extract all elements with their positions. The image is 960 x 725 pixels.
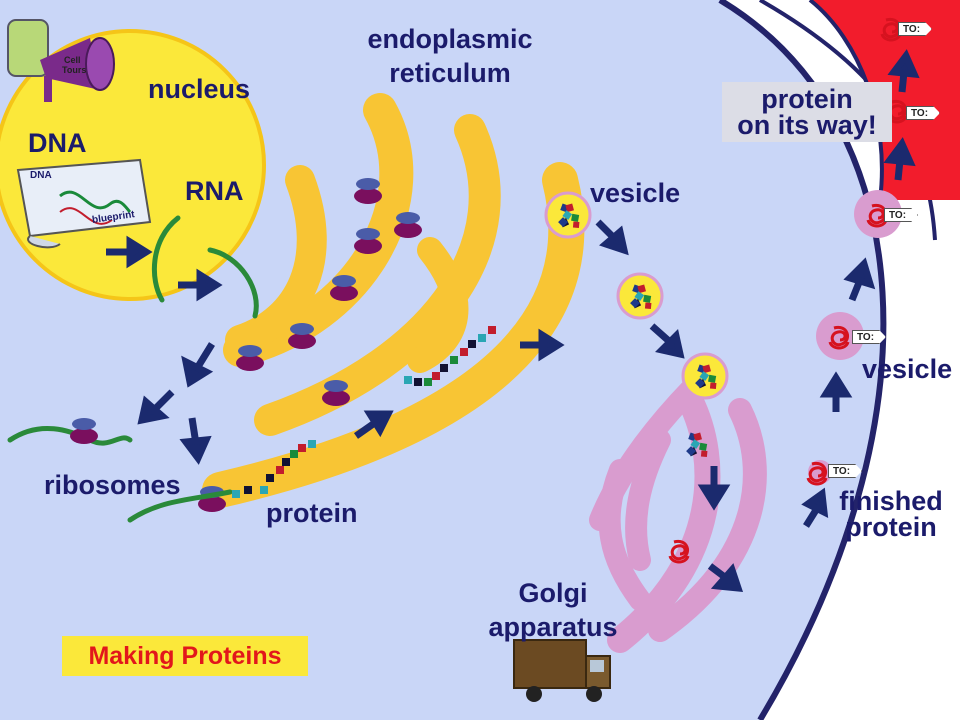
label-on-way-line2: on its way! [737, 110, 877, 140]
label-finished-line1: finished [839, 486, 943, 516]
blueprint-scroll [16, 158, 152, 249]
transport-vesicle-1 [816, 312, 864, 360]
cell-tours-line1: Cell [64, 55, 81, 65]
free-ribosomes [70, 418, 98, 444]
label-nucleus: nucleus [148, 74, 251, 104]
label-golgi-line1: Golgi [518, 578, 588, 608]
pathway-arrows [106, 49, 920, 593]
label-rna: RNA [185, 176, 244, 206]
vesicle-2 [616, 272, 664, 320]
cell-tours-megaphone [7, 19, 115, 102]
blueprint-dna-text: DNA [30, 170, 52, 181]
vesicle-3 [681, 352, 729, 400]
label-er-line2: reticulum [389, 58, 511, 88]
label-protein: protein [266, 498, 358, 528]
golgi-apparatus [589, 369, 767, 653]
label-er-line1: endoplasmic [367, 24, 533, 54]
protein-on-its-way-box: protein on its way! [722, 82, 892, 142]
label-ribosomes: ribosomes [44, 470, 181, 500]
address-tag: TO: [884, 208, 918, 222]
delivery-truck [513, 639, 611, 702]
protein-chain-1 [232, 440, 316, 498]
label-vesicle-right: vesicle [862, 354, 953, 384]
address-tag: TO: [898, 22, 932, 36]
protein-chain-2 [404, 326, 496, 386]
vesicle-1 [544, 191, 592, 239]
label-on-way-line1: protein [761, 84, 853, 114]
page-title: Making Proteins [88, 642, 282, 670]
finished-protein-coil [806, 460, 832, 486]
label-golgi-line2: apparatus [488, 612, 618, 642]
title-box: Making Proteins [62, 636, 308, 676]
address-tag: TO: [828, 464, 862, 478]
transport-vesicle-2 [854, 190, 902, 238]
address-tag: TO: [852, 330, 886, 344]
label-finished-line2: protein [845, 512, 937, 542]
label-vesicle-top: vesicle [590, 178, 681, 208]
cell-tours-line2: Tours [62, 65, 87, 75]
address-tag: TO: [906, 106, 940, 120]
cell-membrane [718, 0, 887, 722]
label-dna: DNA [28, 128, 87, 158]
